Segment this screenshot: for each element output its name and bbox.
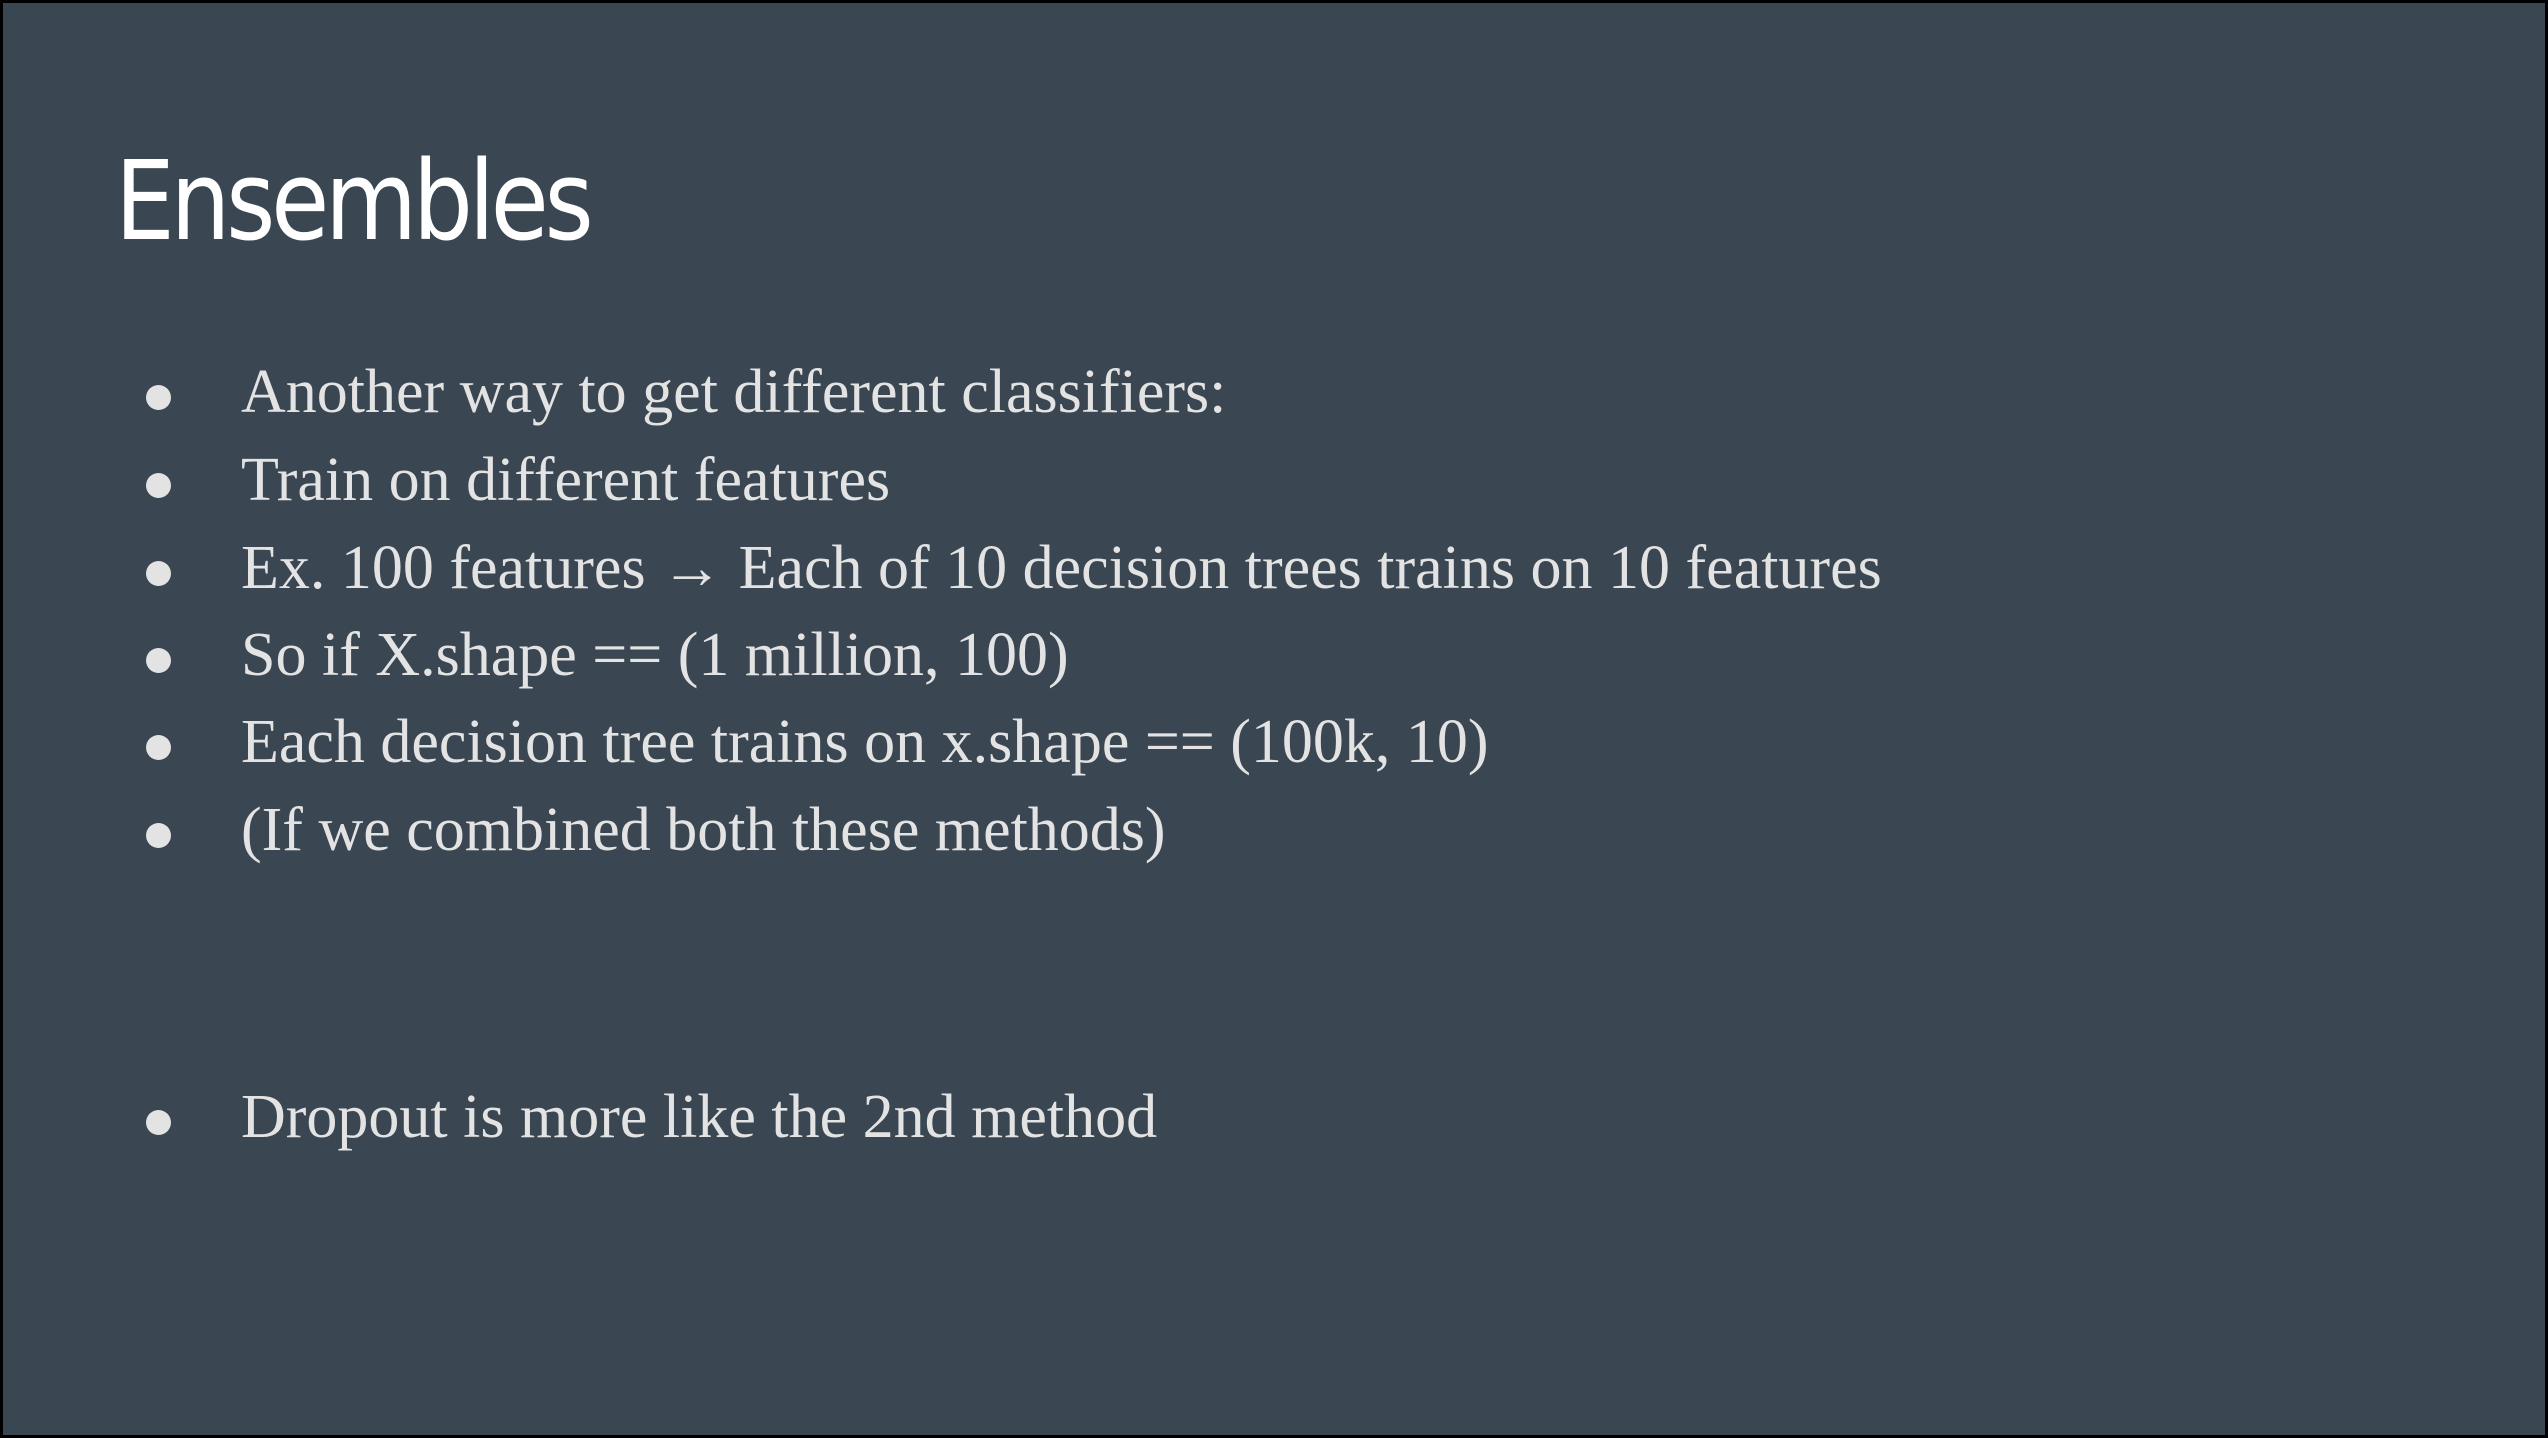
bullet-dot-icon [146, 1110, 171, 1135]
bullet-dot-icon [146, 385, 171, 410]
bullet-text: Another way to get different classifiers… [241, 358, 1227, 426]
bullet-item: (If we combined both these methods) [3, 785, 2403, 875]
bullet-dot-icon [146, 561, 171, 586]
bullet-text: (If we combined both these methods) [241, 796, 1166, 864]
bullet-text: Dropout is more like the 2nd method [241, 1083, 1158, 1151]
bullet-item: Another way to get different classifiers… [3, 347, 2403, 437]
bullet-dot-icon [146, 735, 171, 760]
bullet-dot-icon [146, 473, 171, 498]
bullet-text: Each decision tree trains on x.shape == … [241, 708, 1489, 776]
slide: Ensembles Another way to get different c… [3, 3, 2545, 1435]
slide-title: Ensembles [115, 137, 594, 265]
bullet-text: Train on different features [241, 446, 891, 514]
bullet-item: Train on different features [3, 435, 2403, 525]
bullet-text: So if X.shape == (1 million, 100) [241, 621, 1069, 689]
bullet-item: So if X.shape == (1 million, 100) [3, 610, 2403, 700]
bullet-dot-icon [146, 648, 171, 673]
bullet-text: Ex. 100 features → Each of 10 decision t… [241, 534, 1882, 602]
bullet-item: Dropout is more like the 2nd method [3, 1072, 2403, 1162]
bullet-dot-icon [146, 823, 171, 848]
bullet-item: Each decision tree trains on x.shape == … [3, 697, 2403, 787]
bullet-item: Ex. 100 features → Each of 10 decision t… [3, 523, 2403, 613]
